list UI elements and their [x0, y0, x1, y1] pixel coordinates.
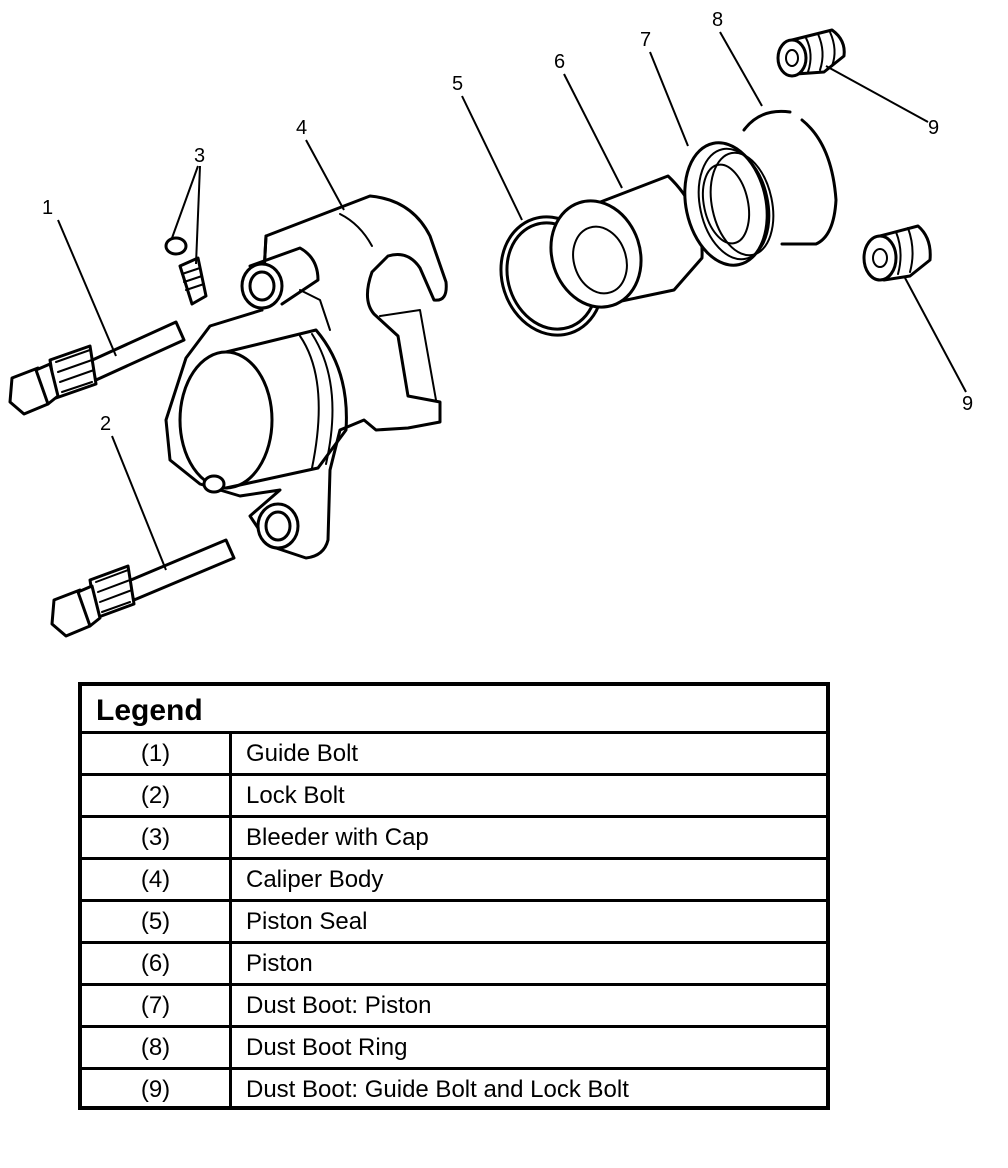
dust-boot-ring-part [742, 109, 838, 246]
exploded-caliper-diagram: 1 2 3 4 5 6 7 8 9 9 [8, 9, 973, 638]
legend-number: (4) [82, 860, 232, 899]
legend-number: (2) [82, 776, 232, 815]
guide-bolt-part [8, 320, 186, 416]
legend-number: (1) [82, 734, 232, 773]
callout-2: 2 [100, 413, 111, 435]
lock-bolt-part [50, 538, 236, 638]
legend-description: Guide Bolt [246, 740, 359, 767]
legend-row: (2) Lock Bolt [82, 776, 826, 818]
legend-row: (9) Dust Boot: Guide Bolt and Lock Bolt [82, 1070, 826, 1110]
callout-1: 1 [42, 197, 53, 219]
dust-boot-bolt-upper-part [776, 28, 846, 78]
legend-description: Dust Boot Ring [246, 1034, 408, 1061]
legend-row: (8) Dust Boot Ring [82, 1028, 826, 1070]
dust-boot-piston-part [683, 141, 775, 267]
legend-description: Lock Bolt [246, 782, 345, 809]
legend-row: (7) Dust Boot: Piston [82, 986, 826, 1028]
legend-row: (3) Bleeder with Cap [82, 818, 826, 860]
legend-description: Bleeder with Cap [246, 824, 429, 851]
callout-labels: 1 2 3 4 5 6 7 8 9 9 [42, 9, 973, 435]
callout-7: 7 [640, 29, 651, 51]
legend-number: (3) [82, 818, 232, 857]
callout-5: 5 [452, 73, 463, 95]
legend-description: Dust Boot: Guide Bolt and Lock Bolt [246, 1076, 629, 1103]
callout-6: 6 [554, 51, 565, 73]
legend-row: (5) Piston Seal [82, 902, 826, 944]
legend-description: Caliper Body [246, 866, 384, 893]
legend-number: (7) [82, 986, 232, 1025]
legend-row: (4) Caliper Body [82, 860, 826, 902]
callout-9-upper: 9 [928, 117, 939, 139]
callout-3: 3 [194, 145, 205, 167]
legend-number: (5) [82, 902, 232, 941]
legend-row: (1) Guide Bolt [82, 734, 826, 776]
legend-description: Piston [246, 950, 313, 977]
callout-9-lower: 9 [962, 393, 973, 415]
legend-number: (8) [82, 1028, 232, 1067]
legend-table: Legend (1) Guide Bolt (2) Lock Bolt (3) … [78, 682, 830, 1110]
dust-boot-bolt-lower-part [862, 224, 932, 282]
legend-description: Dust Boot: Piston [246, 992, 432, 1019]
legend-number: (9) [82, 1070, 232, 1110]
callout-4: 4 [296, 117, 307, 139]
legend-description: Piston Seal [246, 908, 368, 935]
bleeder-with-cap-part [164, 236, 208, 306]
legend-title: Legend [82, 686, 826, 734]
legend-row: (6) Piston [82, 944, 826, 986]
leader-lines [57, 31, 967, 571]
callout-8: 8 [712, 9, 723, 31]
caliper-body-part [164, 194, 448, 560]
legend-number: (6) [82, 944, 232, 983]
